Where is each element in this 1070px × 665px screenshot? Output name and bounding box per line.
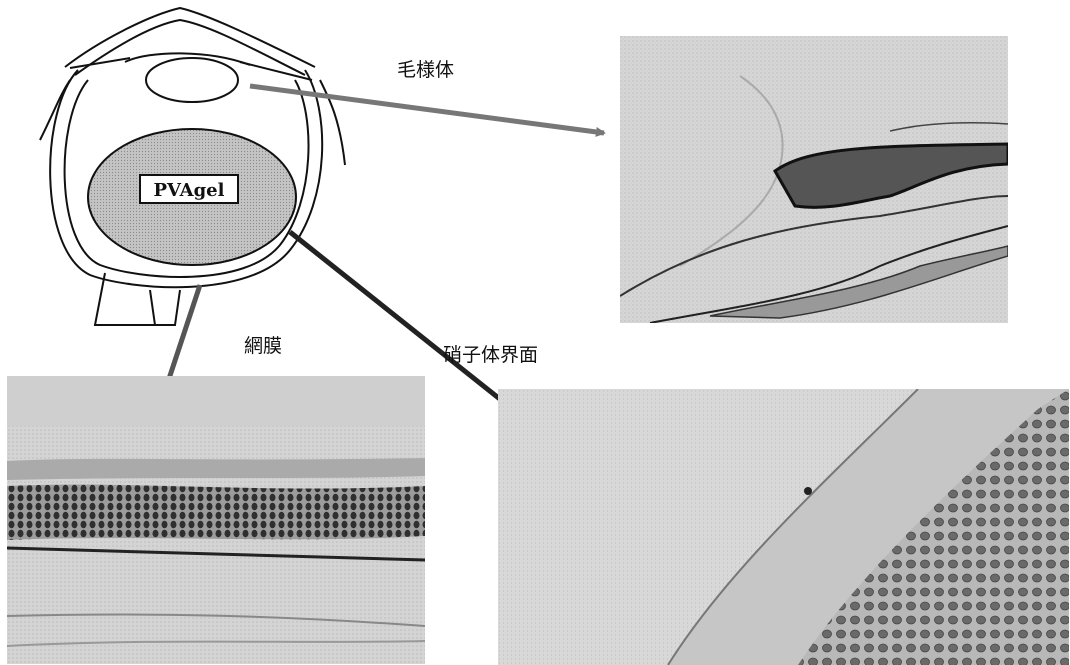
label-vitreous-interface: 硝子体界面 [443, 340, 538, 367]
label-retina: 網膜 [244, 331, 282, 358]
label-ciliary-body: 毛様体 [397, 55, 454, 82]
vitreous-interface-micrograph [498, 389, 1069, 665]
lens [146, 58, 238, 102]
ciliary-body-micrograph [620, 36, 1008, 323]
gel-label: PVAgel [154, 180, 225, 201]
retina-micrograph [7, 376, 425, 664]
arrow-to-ciliary [250, 86, 604, 133]
